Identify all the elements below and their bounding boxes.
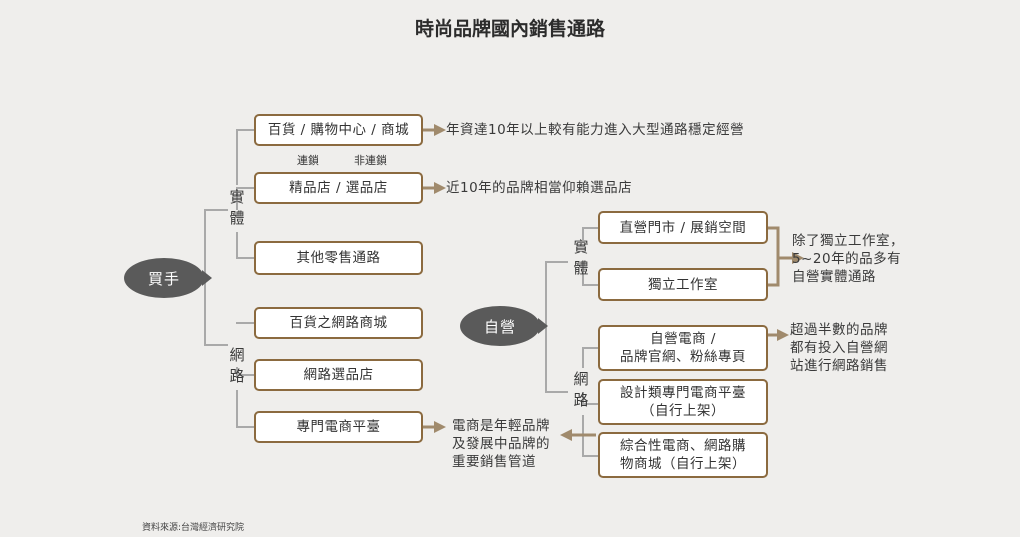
box-self-ecommerce-line-2: 品牌官網、粉絲專頁	[620, 349, 746, 365]
box-ecommerce-platform: 專門電商平臺	[254, 411, 423, 443]
note-boutique-reliance: 近10年的品牌相當仰賴選品店	[446, 180, 633, 196]
buyer-node: 買手	[124, 258, 204, 298]
connector-online-branches	[236, 322, 254, 428]
box-self-ecommerce-line-1: 自營電商 /	[650, 331, 716, 347]
box-design-platform: 設計類專門電商平臺 （自行上架）	[598, 379, 768, 425]
buyer-online-label: 網路	[229, 346, 245, 385]
note-ecommerce-line-2: 及發展中品牌的	[452, 436, 550, 452]
connector-self-to-physical	[545, 261, 568, 326]
note-ecommerce: 電商是年輕品牌 及發展中品牌的 重要銷售管道	[452, 417, 550, 471]
box-general-ecommerce-line-2: 物商城（自行上架）	[620, 456, 746, 472]
note-self-online: 超過半數的品牌 都有投入自營網 站進行網路銷售	[790, 321, 888, 375]
connector-self-to-online	[545, 326, 568, 393]
connector-self-online-branches	[582, 347, 598, 457]
connector-buyer-to-physical	[204, 209, 228, 279]
sub-label-non-chain: 非連鎖	[354, 154, 387, 167]
note-large-channel: 年資達10年以上較有能力進入大型通路穩定經營	[446, 122, 745, 138]
box-direct-store: 直營門市 / 展銷空間	[598, 211, 768, 244]
sub-label-chain: 連鎖	[297, 154, 319, 167]
note-self-physical-line-2: 5~20年的品多有	[792, 251, 902, 267]
note-self-online-line-3: 站進行網路銷售	[790, 358, 888, 374]
box-dept-online-mall: 百貨之網路商城	[254, 307, 423, 339]
self-online-label: 網路	[573, 370, 589, 409]
box-general-ecommerce-line-1: 綜合性電商、網路購	[620, 438, 746, 454]
note-ecommerce-line-3: 重要銷售管道	[452, 454, 536, 470]
connector-buyer-to-online	[204, 278, 228, 346]
note-self-online-line-2: 都有投入自營網	[790, 340, 888, 356]
connector-physical-branches	[236, 129, 254, 259]
box-department-store: 百貨 / 購物中心 / 商城	[254, 114, 423, 146]
box-design-platform-line-1: 設計類專門電商平臺	[620, 385, 746, 401]
note-self-physical: 除了獨立工作室， 5~20年的品多有 自營實體通路	[792, 232, 904, 286]
box-design-platform-line-2: （自行上架）	[641, 403, 725, 419]
source-note: 資料來源:台灣經濟研究院	[142, 523, 245, 533]
box-other-retail: 其他零售通路	[254, 241, 423, 275]
page-title: 時尚品牌國內銷售通路	[414, 18, 605, 40]
connector-self-physical-branches	[582, 227, 598, 286]
buyer-node-pointer	[202, 270, 212, 286]
box-self-ecommerce: 自營電商 / 品牌官網、粉絲專頁	[598, 325, 768, 371]
note-self-online-line-1: 超過半數的品牌	[790, 322, 888, 338]
buyer-physical-label: 實體	[229, 188, 245, 227]
self-node-pointer	[538, 318, 548, 334]
self-physical-label: 實體	[573, 238, 589, 277]
box-general-ecommerce: 綜合性電商、網路購 物商城（自行上架）	[598, 432, 768, 478]
box-online-boutique: 網路選品店	[254, 359, 423, 391]
box-boutique: 精品店 / 選品店	[254, 172, 423, 204]
note-self-physical-line-3: 自營實體通路	[792, 269, 876, 285]
bracket-self-physical	[768, 226, 786, 287]
note-ecommerce-line-1: 電商是年輕品牌	[452, 418, 550, 434]
note-self-physical-line-1: 除了獨立工作室，	[792, 233, 904, 249]
box-studio: 獨立工作室	[598, 268, 768, 301]
self-node: 自營	[460, 306, 540, 346]
